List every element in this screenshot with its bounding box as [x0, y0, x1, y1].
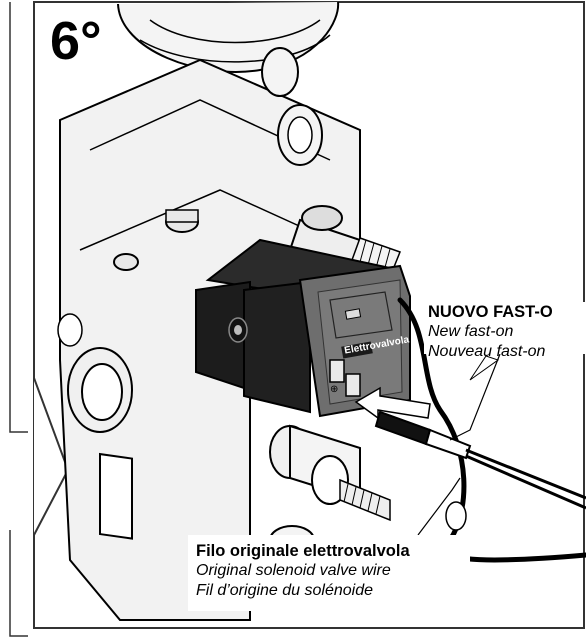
- original-wire: [397, 297, 586, 563]
- new-fast-on-title: NUOVO FAST-O: [428, 303, 553, 321]
- rating-plate: [99, 452, 133, 540]
- original-wire-leader: [417, 477, 461, 536]
- original-wire-french: Fil d’origine du solénoide: [196, 582, 373, 599]
- coil-nut: [234, 325, 242, 335]
- new-fast-on-english: New fast-on: [428, 323, 514, 340]
- left-bracket-bottom: [9, 530, 28, 637]
- new-fast-on-french: Nouveau fast-on: [428, 343, 546, 360]
- original-wire-title: Filo originale elettrovalvola: [196, 542, 410, 560]
- terminal-a: [329, 359, 345, 383]
- terminal-b: [345, 373, 361, 397]
- original-wire-callout: Filo originale elettrovalvola Original s…: [188, 535, 470, 611]
- insert-arrow: [354, 386, 431, 420]
- new-fast-on-callout: NUOVO FAST-O New fast-on Nouveau fast-on: [424, 302, 586, 360]
- step-number: 6°: [50, 11, 102, 71]
- svg-text:⊕: ⊕: [330, 384, 338, 395]
- new-fast-on-connector: [374, 410, 586, 510]
- new-fast-on-leader: [449, 353, 501, 441]
- left-bracket-top: [9, 2, 28, 433]
- brand-label: [341, 341, 373, 359]
- solenoid-body-front: [243, 280, 311, 414]
- original-wire-english: Original solenoid valve wire: [196, 562, 391, 579]
